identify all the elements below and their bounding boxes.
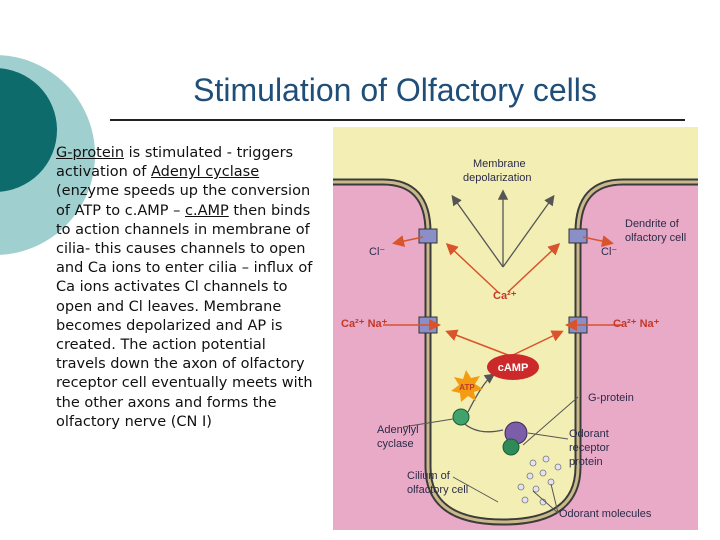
label-odorant: Odorant — [569, 428, 609, 440]
pointer-odorant-molecules-2 — [550, 483, 559, 514]
label-ca-na-left: Ca²⁺ Na⁺ — [341, 318, 388, 330]
label-g-protein: G-protein — [588, 392, 634, 404]
pointer-odorant-molecules — [532, 490, 559, 514]
pointer-odorant-receptor — [527, 432, 569, 440]
label-cilium-of: Cilium of — [407, 470, 451, 482]
arrow-ca-left — [445, 242, 499, 293]
cell-body — [333, 127, 698, 522]
arrow-atp-to-camp — [467, 373, 496, 413]
label-depolarization: depolarization — [463, 172, 532, 184]
label-ca-center: Ca²⁺ — [493, 290, 517, 302]
atp-label: ATP — [459, 383, 475, 392]
camp-molecule — [487, 354, 539, 380]
arrow-ca-right — [507, 242, 561, 293]
label-ca-na-right: Ca²⁺ Na⁺ — [613, 318, 660, 330]
cl-channel-right — [568, 228, 588, 244]
odorant-molecules-cluster — [517, 455, 562, 506]
text-part: (enzyme speeds up the conversion of ATP … — [56, 183, 311, 219]
arrow-depol-right — [502, 194, 555, 268]
label-protein: protein — [569, 456, 603, 468]
arrow-cl-out-left — [392, 235, 424, 247]
arrow-cl-out-right — [582, 235, 614, 247]
g-protein-molecule — [502, 438, 520, 456]
label-olfactory-cell: olfactory cell — [625, 232, 686, 244]
pointer-g-protein — [522, 396, 579, 446]
label-cl-right: Cl⁻ — [601, 246, 617, 258]
label-odorant-molecules: Odorant molecules — [559, 508, 652, 520]
arrow-camp-left — [445, 329, 509, 356]
label-membrane: Membrane — [473, 158, 526, 170]
olfactory-diagram: cAMP ATP Membrane depolarization Dendrit… — [333, 127, 698, 530]
description-paragraph: G-protein is stimulated - triggers activ… — [56, 144, 318, 432]
text-part: is stimulated - triggers activation of — [56, 145, 294, 181]
atp-star — [451, 370, 483, 402]
title-underline — [110, 119, 685, 121]
label-cyclase: cyclase — [377, 438, 414, 450]
label-receptor: receptor — [569, 442, 610, 454]
slide-title: Stimulation of Olfactory cells — [193, 72, 597, 108]
label-dendrite: Dendrite of — [625, 218, 680, 230]
pointer-cilium — [452, 476, 499, 503]
text-part: then binds to action channels in membran… — [56, 202, 313, 430]
camp-term: c.AMP — [184, 202, 229, 219]
label-cl-left: Cl⁻ — [369, 246, 385, 258]
membrane-inner-line — [333, 180, 698, 524]
label-cilium-cell: olfactory cell — [407, 484, 468, 496]
pointer-adenylyl-cyclase — [402, 418, 454, 428]
camp-label: cAMP — [498, 362, 529, 374]
arrow-depol-left — [451, 194, 504, 268]
adenyl-cyclase-term: Adenyl cyclase — [151, 164, 260, 181]
g-protein-term: G-protein — [56, 145, 125, 161]
adenylyl-cyclase-molecule — [452, 408, 470, 426]
arrow-camp-right — [512, 330, 564, 356]
cl-channel-left — [418, 228, 438, 244]
decorative-circles — [0, 55, 95, 255]
label-adenylyl: Adenylyl — [377, 424, 419, 436]
